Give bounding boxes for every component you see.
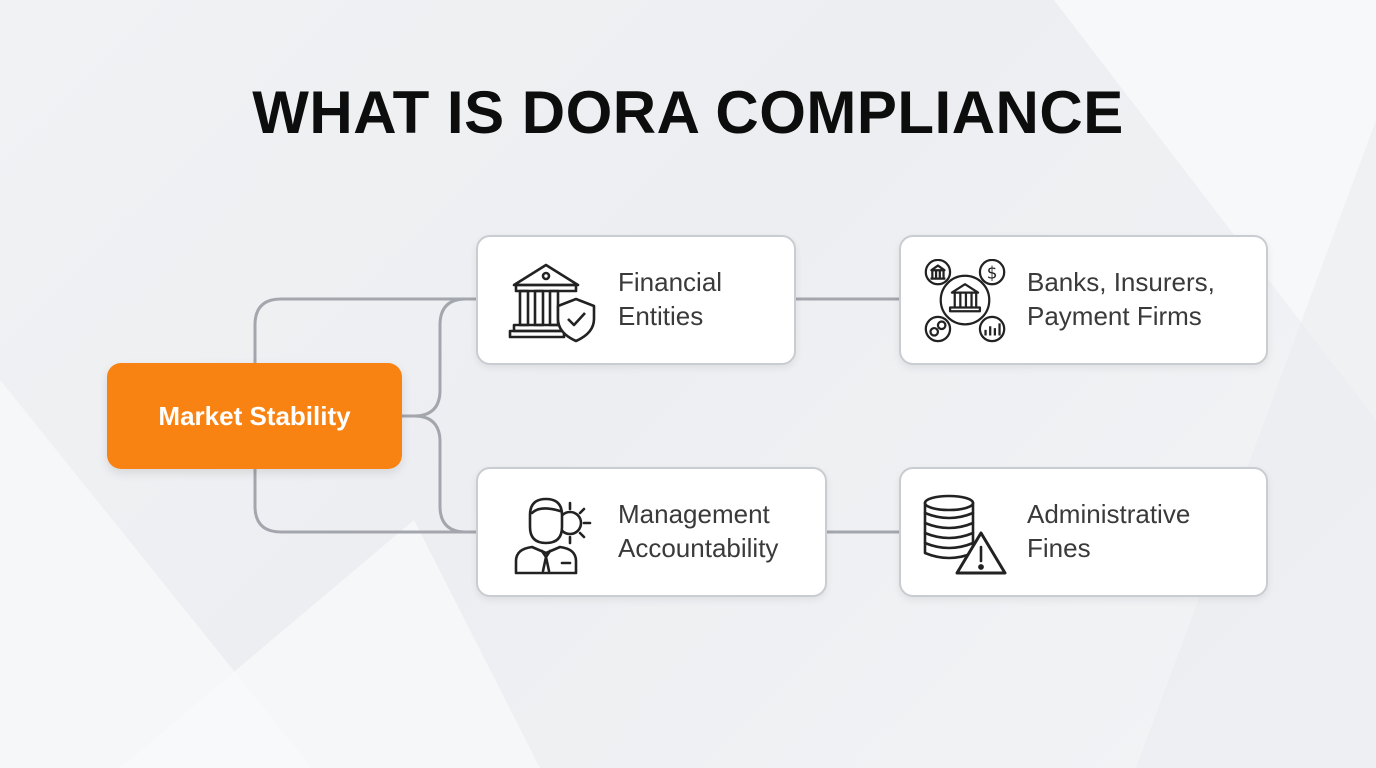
bank-shield-icon [508,263,596,343]
financial-network-icon: $ [924,259,1006,343]
svg-text:$: $ [987,263,998,283]
manager-gear-icon [514,497,592,575]
connector-inner-top [400,297,478,418]
node-label-line: Management [618,499,770,529]
root-node-market-stability: Market Stability [107,363,402,469]
node-label-line: Accountability [618,533,779,563]
page-title: WHAT IS DORA COMPLIANCE [252,79,1124,146]
connector-inner-bottom [400,414,478,534]
node-financial-entities: Financial Entities [476,235,796,365]
coins-warning-icon [923,494,1007,575]
node-label-line: Administrative [1027,499,1191,529]
node-label-line: Fines [1027,533,1091,563]
node-administrative-fines: Administrative Fines [899,467,1268,597]
connector-outer-top [253,297,478,365]
node-label-line: Payment Firms [1027,301,1202,331]
node-banks-insurers-payment-firms: $ Banks, Insurers, Payment Firms [899,235,1268,365]
node-label-line: Banks, Insurers, [1027,267,1215,297]
node-label-line: Financial [618,267,723,297]
node-management-accountability: Management Accountability [476,467,827,597]
connector-outer-bottom [253,467,478,534]
root-node-label: Market Stability [158,400,351,431]
node-label-line: Entities [618,301,704,331]
